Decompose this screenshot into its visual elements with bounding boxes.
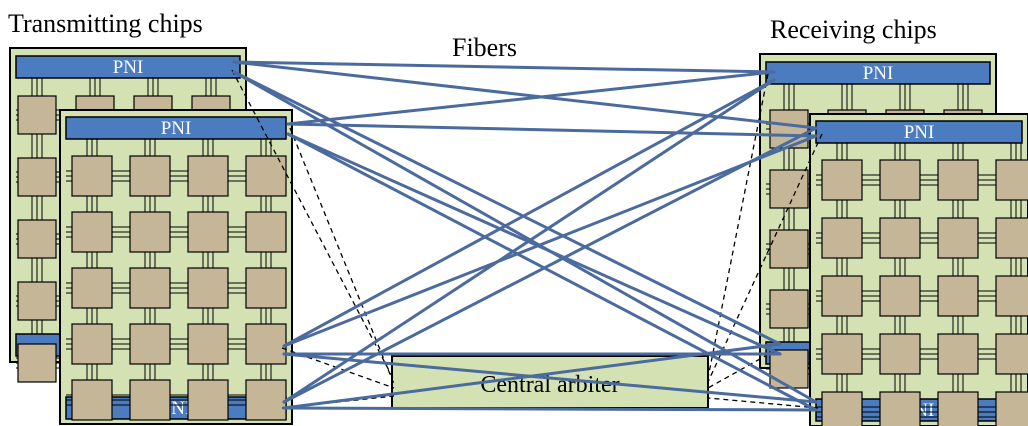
processing-core	[821, 391, 863, 426]
fiber-link	[232, 70, 782, 346]
processing-core	[769, 349, 809, 389]
central-arbiter-label: Central arbiter	[480, 372, 619, 398]
processing-core	[187, 379, 229, 421]
processing-core	[245, 155, 287, 197]
processing-core	[937, 391, 979, 426]
optical-fibers	[232, 60, 818, 412]
processing-core	[129, 379, 171, 421]
processing-core	[17, 95, 57, 135]
control-line	[707, 73, 769, 379]
fiber-link	[286, 122, 818, 138]
processing-core	[879, 333, 921, 375]
fiber-link	[286, 132, 782, 356]
processing-core	[821, 217, 863, 259]
processing-core	[879, 217, 921, 259]
processing-core	[821, 275, 863, 317]
control-line	[231, 69, 395, 381]
control-line	[707, 349, 777, 389]
processing-core	[245, 323, 287, 365]
processing-core	[17, 157, 57, 197]
processing-core	[769, 289, 809, 329]
processing-core	[995, 333, 1028, 375]
control-line	[707, 133, 823, 383]
fiber-link	[282, 78, 776, 404]
central-arbiter-box	[391, 355, 709, 409]
processing-core	[937, 275, 979, 317]
processing-core	[187, 267, 229, 309]
processing-core	[937, 159, 979, 201]
pni-label: PNI	[113, 57, 144, 78]
processing-core	[71, 267, 113, 309]
processing-core	[245, 267, 287, 309]
processing-core	[995, 159, 1028, 201]
processing-core	[937, 333, 979, 375]
processing-core	[71, 155, 113, 197]
receiving-chips-label: Receiving chips	[770, 15, 937, 44]
fibers-label: Fibers	[452, 33, 517, 62]
processing-core	[129, 323, 171, 365]
processing-core	[879, 275, 921, 317]
transmitting-chips-label: Transmitting chips	[8, 9, 203, 38]
processing-core	[821, 159, 863, 201]
fiber-link	[282, 78, 776, 348]
processing-core	[129, 155, 171, 197]
central-arbiter: Central arbiter	[391, 355, 709, 409]
processing-core	[17, 343, 57, 383]
pni-block	[65, 116, 287, 140]
control-line	[707, 397, 819, 409]
fiber-link	[286, 132, 818, 412]
processing-core	[187, 211, 229, 253]
processing-core	[129, 267, 171, 309]
pni-label: PNI	[161, 118, 192, 139]
fiber-link	[282, 134, 818, 348]
pni-label: PNI	[863, 63, 894, 84]
processing-core	[995, 275, 1028, 317]
fiber-link	[282, 126, 818, 404]
fiber-link	[282, 342, 782, 410]
processing-core	[17, 219, 57, 259]
processing-core	[821, 333, 863, 375]
pni-label: PNI	[904, 122, 935, 143]
processing-core	[17, 281, 57, 321]
fiber-link	[232, 60, 776, 74]
processing-core	[879, 391, 921, 426]
fiber-link	[282, 352, 818, 404]
processing-core	[187, 155, 229, 197]
pni-block	[15, 55, 241, 79]
processing-core	[129, 211, 171, 253]
fiber-link	[232, 70, 818, 404]
processing-core	[71, 211, 113, 253]
pni-block	[815, 120, 1023, 144]
processing-core	[995, 391, 1028, 426]
processing-core	[245, 211, 287, 253]
processing-core	[769, 229, 809, 269]
processing-core	[245, 379, 287, 421]
fiber-link	[282, 406, 818, 412]
fiber-link	[286, 70, 776, 126]
processing-core	[187, 323, 229, 365]
processing-core	[937, 217, 979, 259]
processing-core	[71, 379, 113, 421]
processing-core	[995, 217, 1028, 259]
control-line	[289, 127, 395, 385]
processing-core	[71, 323, 113, 365]
processing-core	[879, 159, 921, 201]
processing-core	[769, 169, 809, 209]
